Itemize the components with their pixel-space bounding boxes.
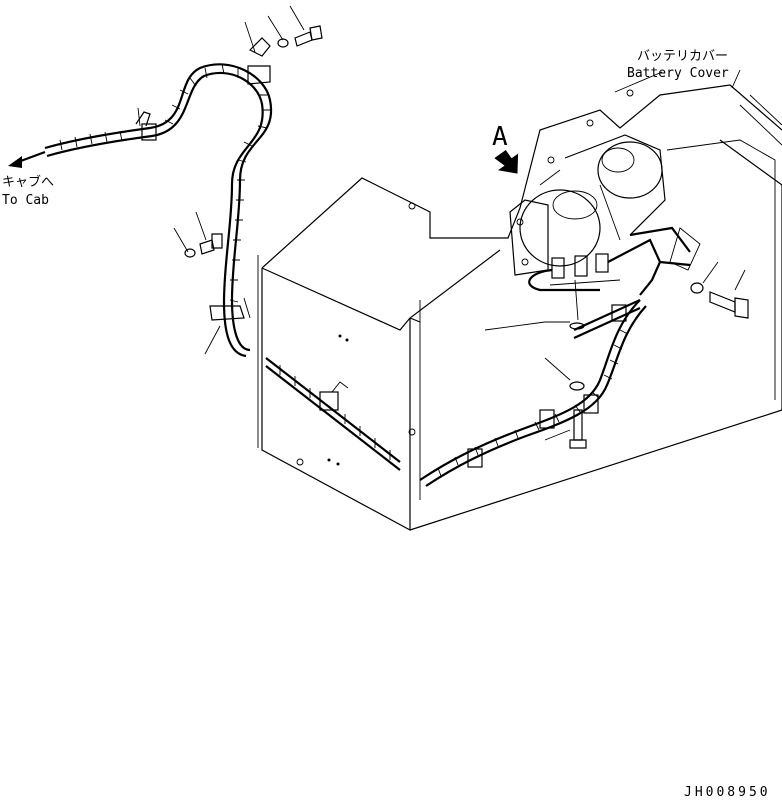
- view-arrow-icon: [494, 150, 519, 174]
- to-cab-en-label: To Cab: [2, 193, 49, 208]
- view-marker-label: A: [492, 122, 508, 152]
- battery-relay-assembly: [509, 134, 701, 321]
- cab-bolts: [137, 5, 323, 355]
- battery-box: [257, 84, 782, 532]
- battery-cover-jp-label: バッテリカバー: [637, 49, 728, 64]
- cab-cable: [8, 37, 273, 358]
- arrow-left-icon: [8, 156, 22, 168]
- to-cab-jp-label: キャブへ: [2, 174, 54, 190]
- relay-mount-hardware: [484, 321, 587, 449]
- main-harness: [265, 298, 647, 487]
- battery-cover-en-label: Battery Cover: [627, 66, 729, 81]
- drawing-id-label: JH008950: [684, 785, 771, 800]
- side-bolt: [690, 261, 749, 319]
